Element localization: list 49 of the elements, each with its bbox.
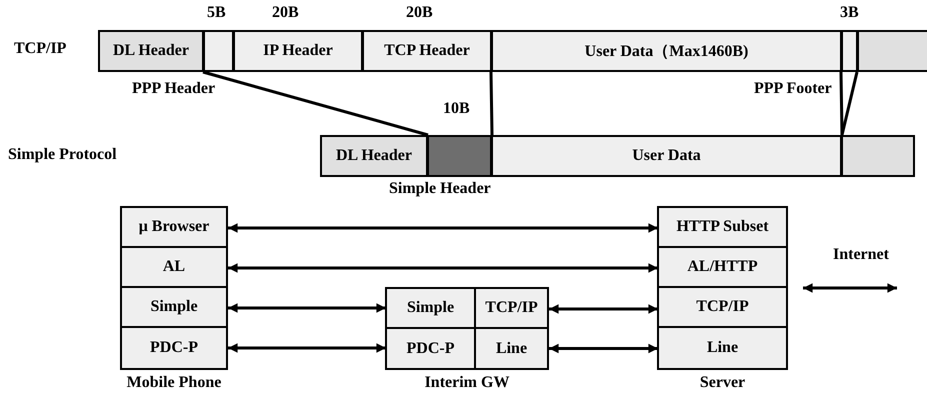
layer-name: TCP/IP: [696, 298, 749, 316]
field-name: User Data: [632, 147, 701, 165]
field-name: TCP Header: [384, 42, 470, 60]
stack-caption: Interim GW: [424, 374, 510, 392]
byte-size-label: 10B: [443, 100, 470, 118]
field-name: DL Header: [336, 147, 412, 165]
stack-caption: Server: [700, 374, 746, 392]
packet-field: [320, 135, 428, 177]
byte-size-label: 3B: [840, 4, 859, 22]
mapping-line: [202, 70, 428, 136]
mapping-line: [490, 72, 494, 136]
packet-field: [841, 135, 915, 177]
layer-name: HTTP Subset: [676, 218, 769, 236]
layer-name: PDC-P: [406, 340, 454, 358]
layer-name: AL: [162, 258, 186, 276]
packet-field: [491, 30, 842, 72]
byte-size-label: 5B: [207, 4, 226, 22]
packet-field: [491, 135, 842, 177]
row-label: TCP/IP: [14, 40, 66, 58]
field-label: PPP Header: [132, 80, 216, 98]
byte-size-label: 20B: [406, 4, 433, 22]
layer-name: AL/HTTP: [687, 258, 758, 276]
layer-name: μ Browser: [138, 218, 210, 236]
field-name: DL Header: [113, 42, 189, 60]
double-arrow: [549, 304, 658, 314]
double-arrow: [228, 223, 658, 233]
field-label: Simple Header: [389, 180, 491, 198]
double-arrow: [228, 263, 658, 273]
layer-name: Line: [496, 340, 528, 358]
row-label: Simple Protocol: [8, 146, 117, 164]
network-label: Internet: [833, 246, 889, 264]
layer-name: Line: [706, 339, 738, 357]
mapping-line: [840, 72, 858, 136]
stack-caption: Mobile Phone: [126, 374, 222, 392]
field-name: User Data（Max1460B): [584, 42, 748, 62]
double-arrow: [549, 344, 658, 354]
layer-name: Simple: [406, 299, 454, 317]
packet-field: [857, 30, 927, 72]
mapping-line: [840, 72, 844, 136]
layer-name: Simple: [150, 298, 198, 316]
double-arrow: [228, 303, 386, 313]
byte-size-label: 20B: [272, 4, 299, 22]
layer-name: PDC-P: [150, 339, 198, 357]
field-label: PPP Footer: [754, 80, 832, 98]
protocol-layer: [387, 289, 476, 329]
layer-name: TCP/IP: [485, 299, 538, 317]
double-arrow: [228, 343, 386, 353]
packet-field: [98, 30, 204, 72]
field-name: IP Header: [263, 42, 333, 60]
